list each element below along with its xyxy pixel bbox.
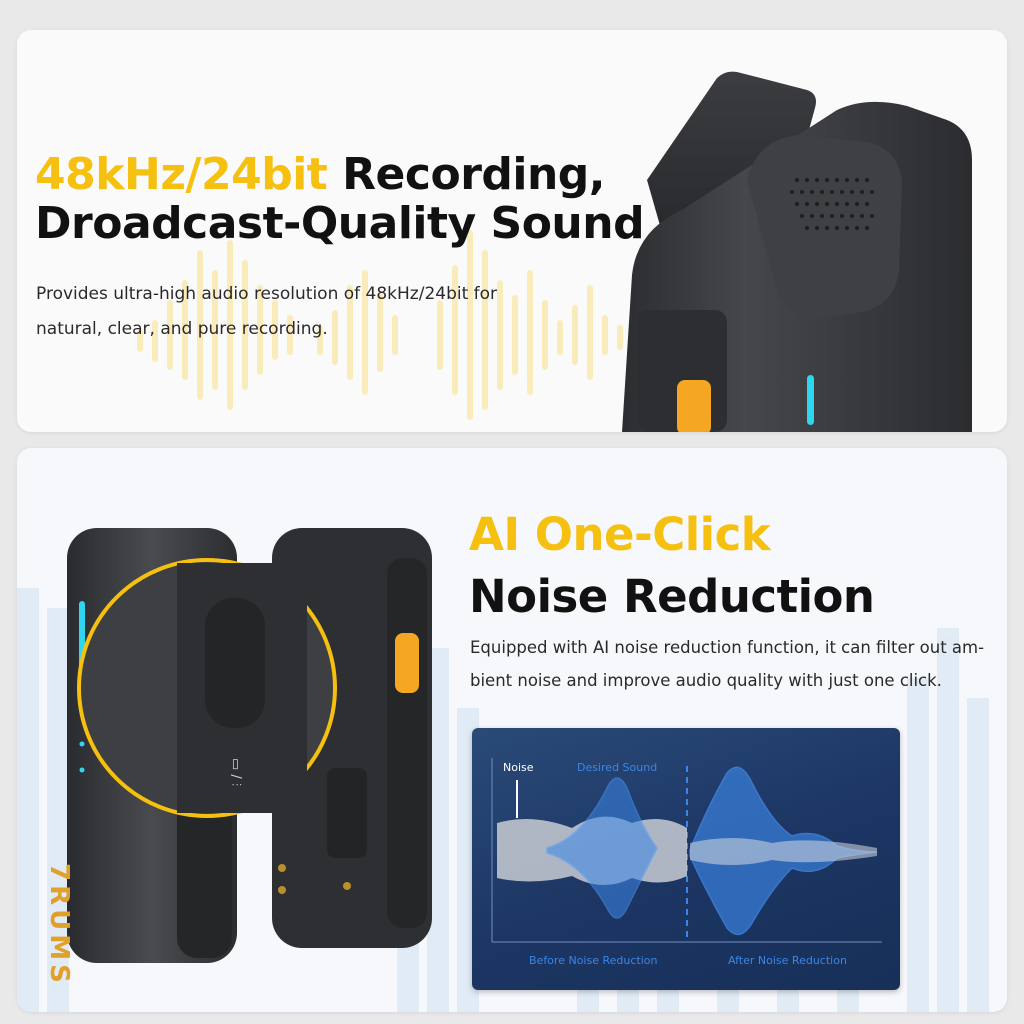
description-line2: natural, clear, and pure recording. bbox=[36, 319, 328, 339]
headline-line1-rest: Recording, bbox=[327, 149, 606, 200]
noise-waveform-chart bbox=[491, 758, 882, 943]
noise-comparison-panel: Noise Desired Sound Before Noise Reducti… bbox=[472, 728, 900, 990]
noise-description-line1: Equipped with AI noise reduction functio… bbox=[470, 638, 985, 657]
noise-headline-line2: Noise Reduction bbox=[469, 570, 875, 623]
recording-headline: 48kHz/24bit Recording, Droadcast-Quality… bbox=[35, 149, 645, 250]
noise-label: Noise bbox=[503, 761, 534, 774]
headline-line2: Droadcast-Quality Sound bbox=[35, 198, 645, 250]
after-noise-reduction-label: After Noise Reduction bbox=[728, 954, 847, 967]
recording-quality-card: 48kHz/24bit Recording, Droadcast-Quality… bbox=[17, 30, 1007, 432]
microphone-device-image bbox=[622, 71, 972, 432]
noise-headline-accent: AI One-Click bbox=[469, 508, 771, 561]
noise-reduction-card: ▭ / ⫶ 7RUMS AI One-Click Noise Reduction… bbox=[17, 448, 1007, 1012]
microphone-pair-image: ▭ / ⫶ bbox=[67, 528, 432, 963]
before-noise-reduction-label: Before Noise Reduction bbox=[529, 954, 658, 967]
description-line1: Provides ultra-high audio resolution of … bbox=[36, 284, 498, 304]
sound-wave-decoration bbox=[137, 230, 623, 420]
recording-description: Provides ultra-high audio resolution of … bbox=[36, 277, 596, 347]
noise-description-line2: bient noise and improve audio quality wi… bbox=[470, 671, 942, 690]
noise-description: Equipped with AI noise reduction functio… bbox=[470, 631, 995, 697]
headline-accent: 48kHz/24bit bbox=[35, 149, 328, 200]
brand-mark: 7RUMS bbox=[44, 863, 74, 987]
desired-sound-label: Desired Sound bbox=[577, 761, 658, 774]
svg-text:▭ / ⫶: ▭ / ⫶ bbox=[228, 758, 243, 786]
